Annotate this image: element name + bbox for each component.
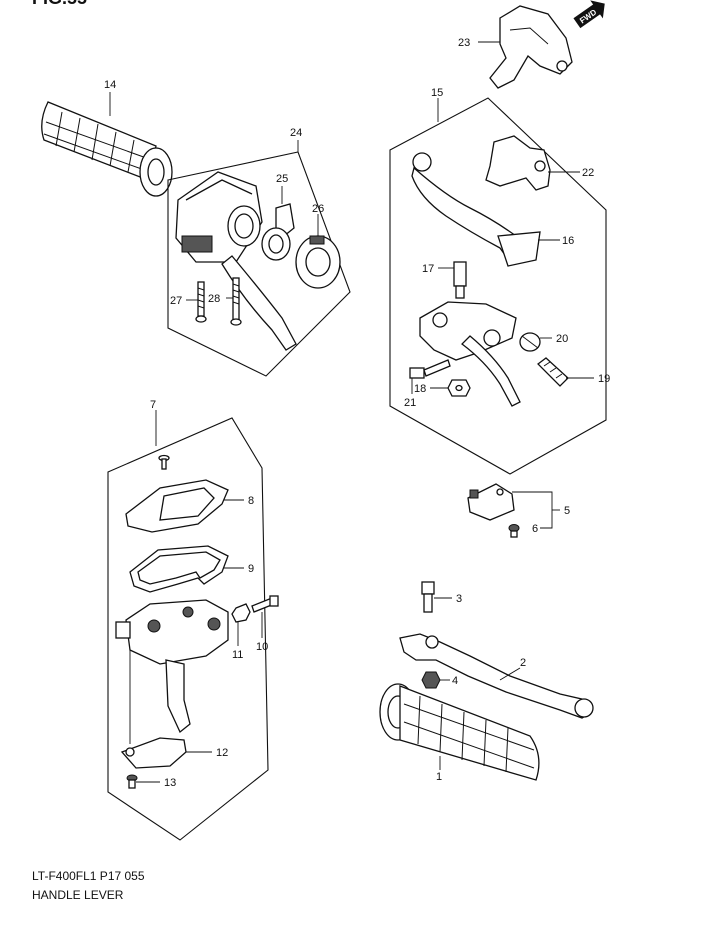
callout-3: 3: [456, 593, 462, 605]
callout-20: 20: [556, 333, 568, 345]
part-27-screw: [195, 281, 207, 323]
callout-25: 25: [276, 173, 288, 185]
callout-1: 1: [436, 771, 442, 783]
callout-8: 8: [248, 495, 254, 507]
part-3-pin: [421, 581, 435, 613]
callout-17: 17: [422, 263, 434, 275]
part-24-switch: [175, 171, 297, 351]
part-15-lever-holder: [419, 301, 521, 407]
part-19-bolt: [537, 357, 569, 387]
part-13-screw: [126, 774, 138, 789]
callout-14: 14: [104, 79, 116, 91]
callout-10: 10: [256, 641, 268, 653]
part-4-nut: [421, 671, 441, 689]
callout-22: 22: [582, 167, 594, 179]
footer-title: HANDLE LEVER: [32, 888, 124, 902]
part-25-sleeve: [261, 203, 295, 261]
part-7-throttle-housing: [115, 599, 229, 734]
part-20-clip: [519, 332, 541, 352]
callout-13: 13: [164, 777, 176, 789]
callout-9: 9: [248, 563, 254, 575]
callout-7: 7: [150, 399, 156, 411]
part-11-nut: [231, 603, 251, 623]
callout-28: 28: [208, 293, 220, 305]
callout-23: 23: [458, 37, 470, 49]
box-24: [167, 151, 351, 377]
callout-19: 19: [598, 373, 610, 385]
part-22-bracket: [485, 135, 551, 191]
part-17-pin: [453, 261, 467, 299]
part-14-left-grip: [41, 101, 173, 197]
part-7-screw-top: [158, 454, 170, 470]
part-21-bolt: [409, 359, 451, 379]
box-15: [389, 97, 607, 475]
part-6-screw: [508, 524, 520, 538]
callout-6: 6: [532, 523, 538, 535]
callout-24: 24: [290, 127, 302, 139]
figure-label: FIG.55: [32, 0, 87, 8]
part-18-nut: [447, 379, 471, 397]
callout-11: 11: [232, 649, 243, 661]
callout-15: 15: [431, 87, 443, 99]
callout-4: 4: [452, 675, 458, 687]
part-8-cover: [125, 479, 229, 533]
part-2-lever: [399, 633, 594, 719]
callout-27: 27: [170, 295, 182, 307]
callout-18: 18: [414, 383, 426, 395]
box-7: [107, 417, 269, 841]
fwd-arrow-icon: FWD: [573, 0, 605, 29]
callout-12: 12: [216, 747, 228, 759]
part-10-bolt: [251, 595, 279, 613]
callout-16: 16: [562, 235, 574, 247]
callout-21: 21: [404, 397, 416, 409]
callout-5: 5: [564, 505, 570, 517]
part-28-screw: [230, 277, 242, 326]
part-16-brake-lever: [411, 152, 541, 267]
part-5-switch: [467, 483, 515, 521]
part-12-cover: [120, 737, 187, 769]
callout-2: 2: [520, 657, 526, 669]
part-23-cover: [489, 5, 573, 89]
part-9-gasket: [129, 545, 229, 593]
callout-26: 26: [312, 203, 324, 215]
part-1-right-grip: [379, 683, 540, 781]
footer-model-code: LT-F400FL1 P17 055: [32, 869, 145, 883]
part-26-guide: [295, 235, 341, 289]
